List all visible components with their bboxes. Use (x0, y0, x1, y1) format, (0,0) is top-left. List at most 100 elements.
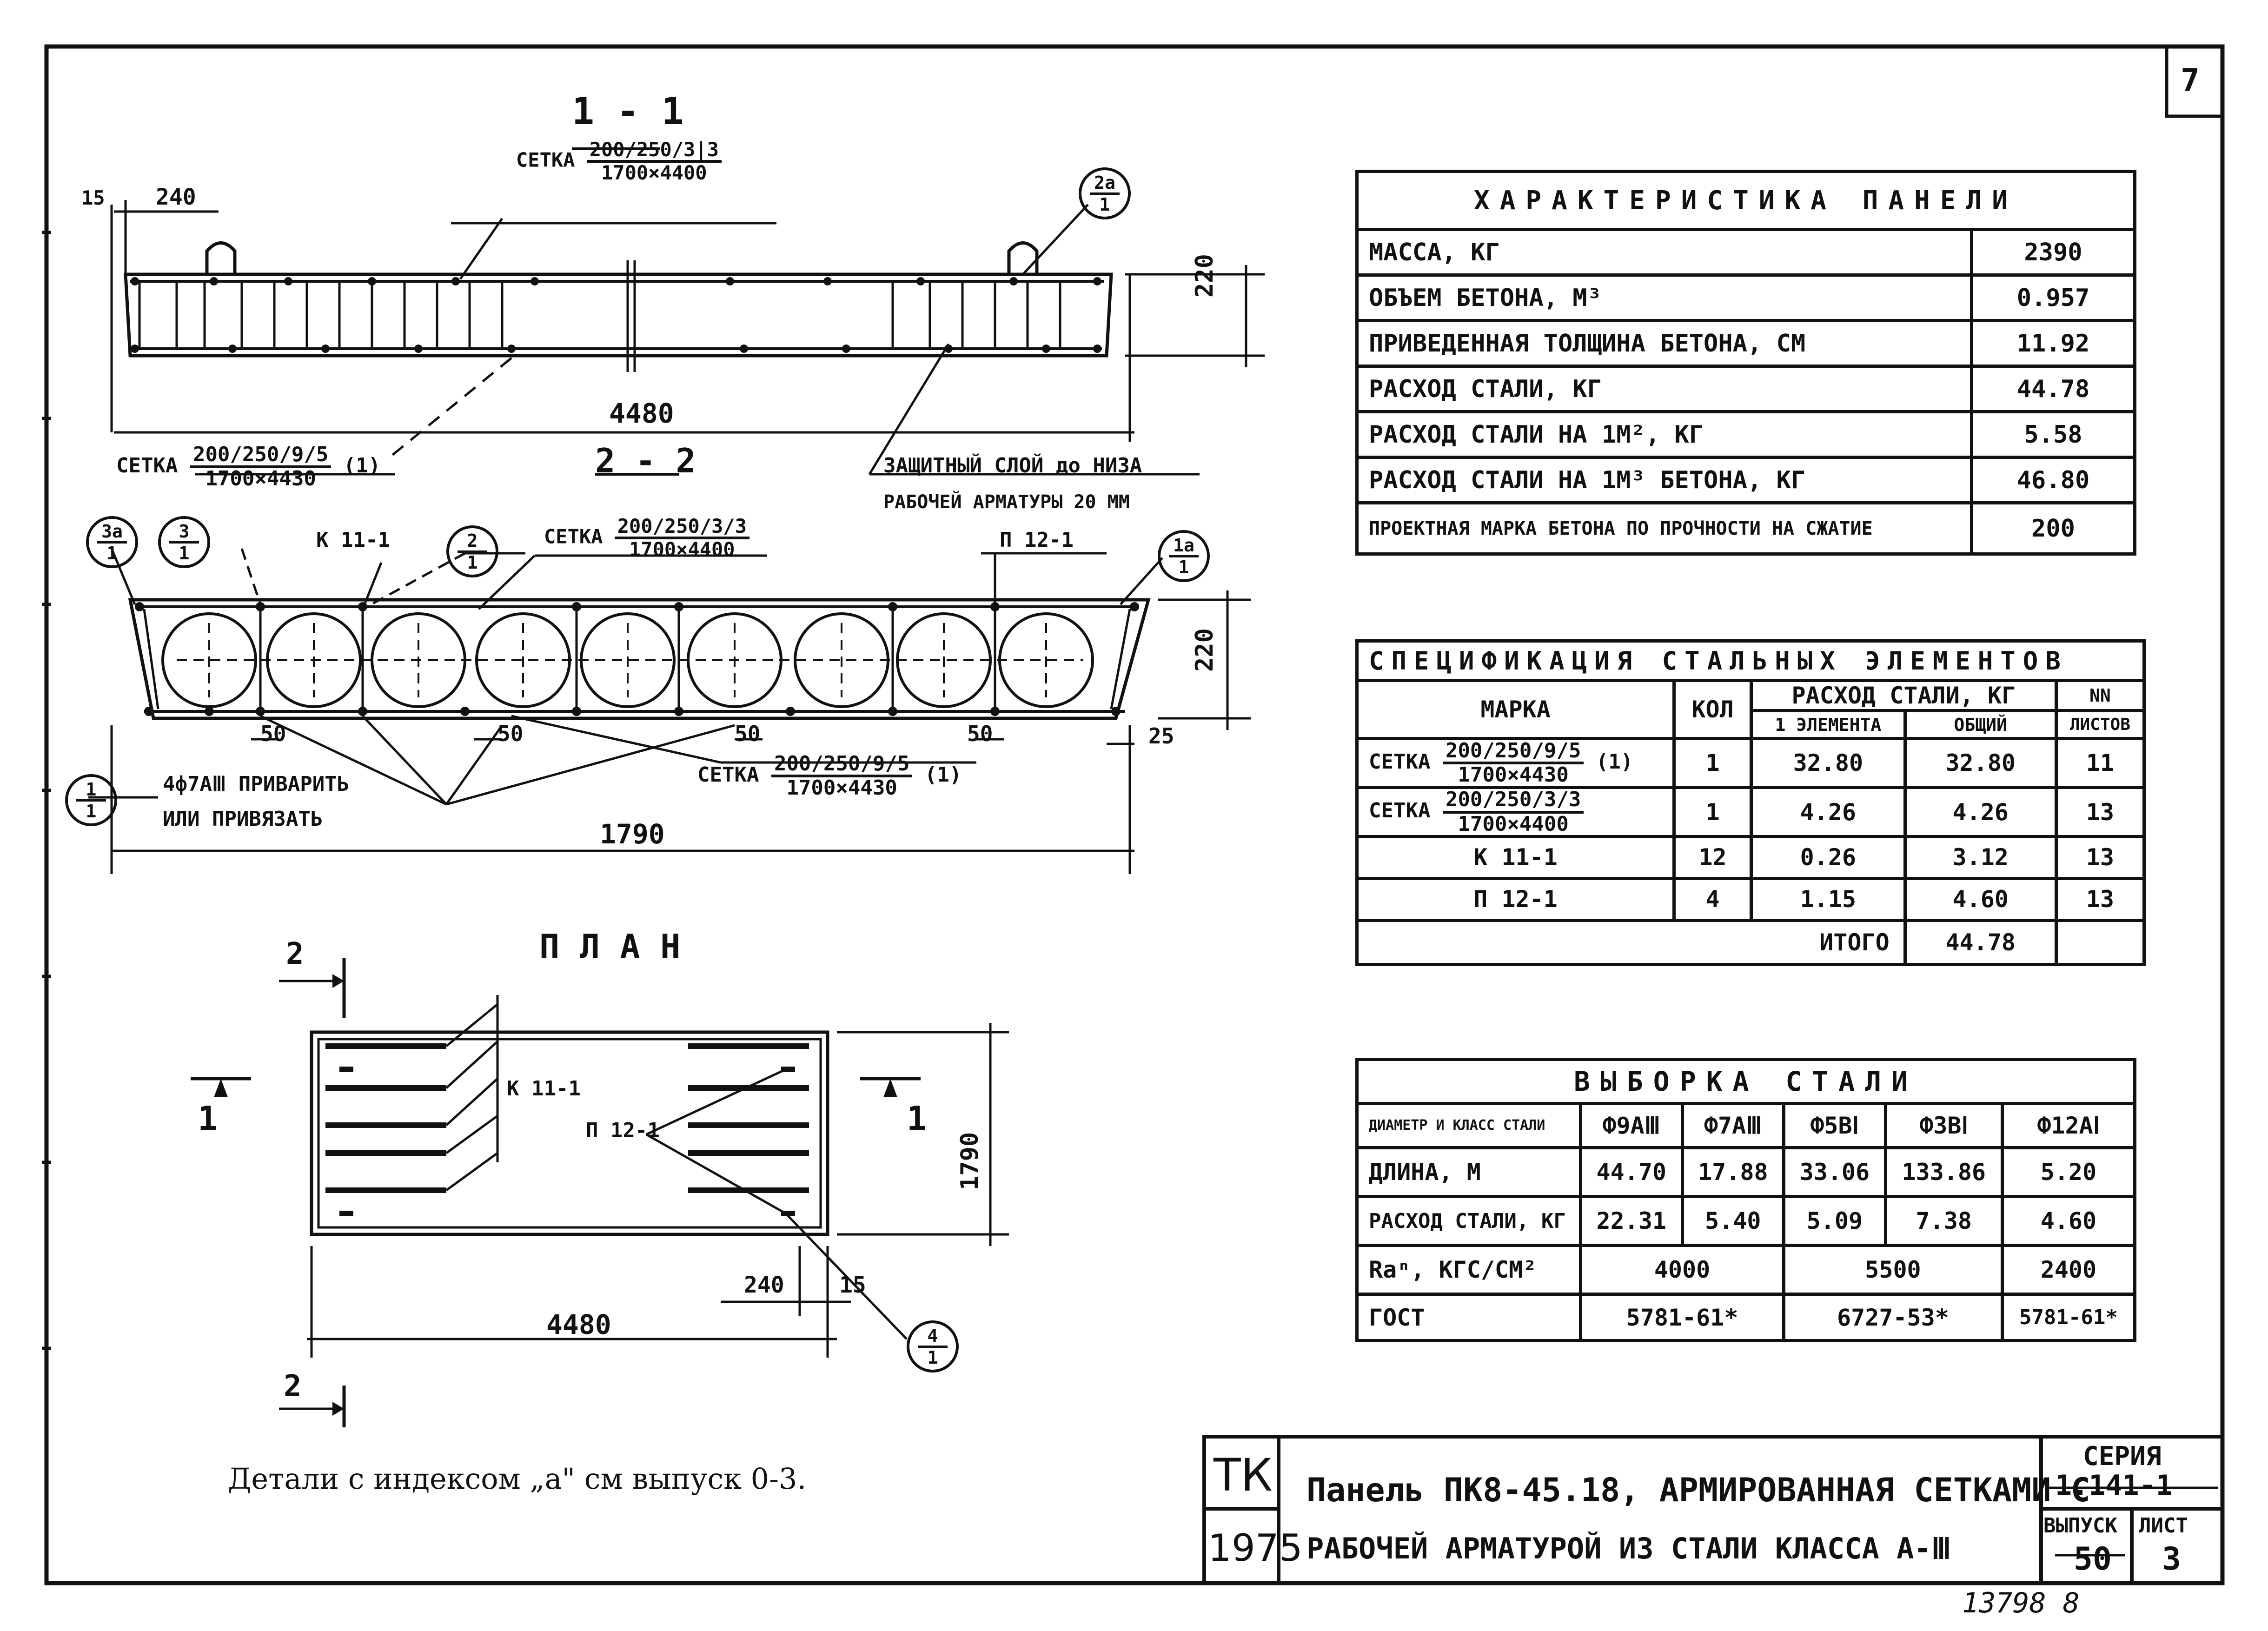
mark-suffix: (1) (1596, 750, 1633, 774)
total-cell: 4.26 (1903, 786, 2058, 838)
callout-den: 1 (467, 552, 478, 573)
section-2-mesh-top: СЕТКА 200/250/3/3 1700×4400 (544, 516, 749, 560)
title-line-1: Панель ПК8-45.18, АРМИРОВАННАЯ СЕТКАМИ С (1306, 1471, 2090, 1509)
section-2-mesh-bottom: СЕТКА 200/250/9/5 1700×4430 (1) (697, 753, 962, 799)
mark-numerator: 200/250/9/5 (1442, 740, 1584, 765)
steel-selection-table: ВЫБОРКА СТАЛИ ДИАМЕТР И КЛАСС СТАЛИ Ф9АⅢ… (1355, 1058, 2137, 1342)
mesh-denominator: 1700×4400 (629, 538, 735, 561)
qty-cell: 12 (1672, 835, 1753, 880)
mark-cell: СЕТКА 200/250/9/5 1700×4430 (1) (1355, 736, 1676, 789)
gost-cell: 6727-53* (1782, 1293, 2004, 1342)
table-row: РАСХОД СТАЛИ НА 1М³ БЕТОНА, КГ 46.80 (1355, 456, 2136, 504)
length-label: ДЛИНА, М (1355, 1146, 1582, 1198)
callout-den: 1 (86, 801, 97, 822)
callout-num: 4 (918, 1327, 948, 1348)
total-cell: 32.80 (1903, 736, 2058, 789)
callout-2: 2 1 (446, 525, 498, 577)
one-cell: 4.26 (1749, 786, 1907, 838)
table-row: РАСХОД СТАЛИ, КГ 22.31 5.40 5.09 7.38 4.… (1355, 1195, 2137, 1247)
sheet-cell: 13 (2054, 835, 2146, 880)
qty-cell: 4 (1672, 876, 1753, 922)
mesh-numerator: 200/250/9/5 (771, 753, 913, 778)
callout-4: 4 1 (907, 1320, 959, 1372)
title-block-year: 1975 (1208, 1526, 1303, 1570)
section-2-title: 2 - 2 (595, 441, 696, 480)
dim-25: 25 (1148, 723, 1174, 749)
steel-col: Ф12АⅠ (2000, 1102, 2137, 1149)
mesh-denominator: 1700×4400 (601, 161, 707, 185)
mesh-suffix: (1) (924, 763, 962, 787)
mark-denominator: 1700×4430 (1458, 763, 1569, 787)
mesh-label: СЕТКА (697, 763, 759, 787)
dim-240: 240 (156, 184, 196, 210)
cut-1-left: 1 (198, 1099, 218, 1138)
mark-fraction: 200/250/9/5 1700×4430 (1442, 740, 1584, 787)
dim-220: 220 (1191, 628, 1219, 672)
mesh-label: СЕТКА (116, 454, 178, 478)
total-row: ИТОГО 44.78 (1355, 918, 2146, 966)
section-1-mesh-bottom: СЕТКА 200/250/9/5 1700×4430 (1) (116, 444, 380, 490)
sheet-cell: 13 (2054, 786, 2146, 838)
dim-50: 50 (967, 721, 993, 746)
table-row: ДИАМЕТР И КЛАСС СТАЛИ Ф9АⅢ Ф7АⅢ Ф5ВⅠ Ф3В… (1355, 1102, 2137, 1149)
characteristic-value: 46.80 (1970, 456, 2136, 504)
col-sheets-header-2: ЛИСТОВ (2054, 709, 2146, 740)
cut-2-bottom: 2 (284, 1369, 302, 1404)
ra-label: Rаⁿ, КГС/СМ² (1355, 1244, 1582, 1296)
title-block-org: ТК (1214, 1449, 1273, 1501)
mesh-numerator: 200/250/3|3 (586, 139, 722, 163)
p-12-1-label: П 12-1 (1000, 528, 1074, 552)
characteristic-value: 200 (1970, 501, 2136, 556)
header-label: ДИАМЕТР И КЛАСС СТАЛИ (1355, 1102, 1582, 1149)
total-cell: 3.12 (1903, 835, 2058, 880)
plan-dim-1790: 1790 (956, 1132, 984, 1190)
plan-title: П Л А Н (539, 927, 681, 966)
table-row: Rаⁿ, КГС/СМ² 4000 5500 2400 (1355, 1244, 2137, 1296)
mark-prefix: СЕТКА (1369, 750, 1431, 774)
total-cell: 4.60 (1903, 876, 2058, 922)
length-cell: 17.88 (1680, 1146, 1786, 1198)
steel-selection-title: ВЫБОРКА СТАЛИ (1355, 1058, 2136, 1105)
cut-1-right: 1 (907, 1099, 927, 1138)
col-total-header: ОБЩИЙ (1903, 709, 2058, 740)
callout-num: 2 (458, 532, 487, 553)
mesh-suffix: (1) (343, 454, 381, 478)
plan-k-11-1-label: К 11-1 (507, 1077, 581, 1101)
characteristic-value: 11.92 (1970, 319, 2136, 368)
mesh-label: СЕТКА (544, 525, 603, 548)
characteristic-label: МАССА, КГ (1355, 228, 1973, 277)
length-cell: 44.70 (1579, 1146, 1684, 1198)
mass-cell: 7.38 (1883, 1195, 2004, 1247)
series-label: СЕРИЯ (2083, 1441, 2162, 1472)
mesh-denominator: 1700×4430 (205, 467, 316, 491)
callout-den: 1 (106, 543, 118, 564)
characteristic-label: ОБЪЕМ БЕТОНА, М³ (1355, 273, 1973, 322)
empty-cell (2054, 918, 2146, 966)
sheet-number: 7 (2181, 62, 2200, 99)
table-row: ОБЪЕМ БЕТОНА, М³ 0.957 (1355, 273, 2136, 322)
mesh-fraction: 200/250/9/5 1700×4430 (771, 753, 913, 800)
cut-2-top: 2 (286, 937, 304, 971)
steel-col: Ф5ВⅠ (1782, 1102, 1887, 1149)
dim-220: 220 (1191, 254, 1219, 298)
qty-cell: 1 (1672, 786, 1753, 838)
ra-cell: 2400 (2000, 1244, 2137, 1296)
gost-cell: 5781-61* (2000, 1293, 2137, 1342)
characteristic-value: 44.78 (1970, 365, 2136, 413)
mesh-fraction: 200/250/3/3 1700×4400 (614, 516, 749, 561)
characteristic-value: 5.58 (1970, 410, 2136, 459)
table-row: РАСХОД СТАЛИ НА 1М², КГ 5.58 (1355, 410, 2136, 459)
callout-num: 1 (76, 781, 106, 802)
protective-layer-line1: ЗАЩИТНЫЙ СЛОЙ до НИЗА (883, 454, 1142, 477)
one-cell: 32.80 (1749, 736, 1907, 789)
mesh-label: СЕТКА (516, 148, 575, 172)
length-cell: 33.06 (1782, 1146, 1887, 1198)
dim-15: 15 (81, 186, 105, 209)
details-note: Детали с индексом „а" см выпуск 0-3. (228, 1462, 807, 1496)
mesh-denominator: 1700×4430 (786, 776, 897, 800)
sheet-cell: 13 (2054, 876, 2146, 922)
characteristic-label: РАСХОД СТАЛИ НА 1М², КГ (1355, 410, 1973, 459)
plan-p-12-1-label: П 12-1 (586, 1119, 660, 1142)
ra-cell: 5500 (1782, 1244, 2004, 1296)
